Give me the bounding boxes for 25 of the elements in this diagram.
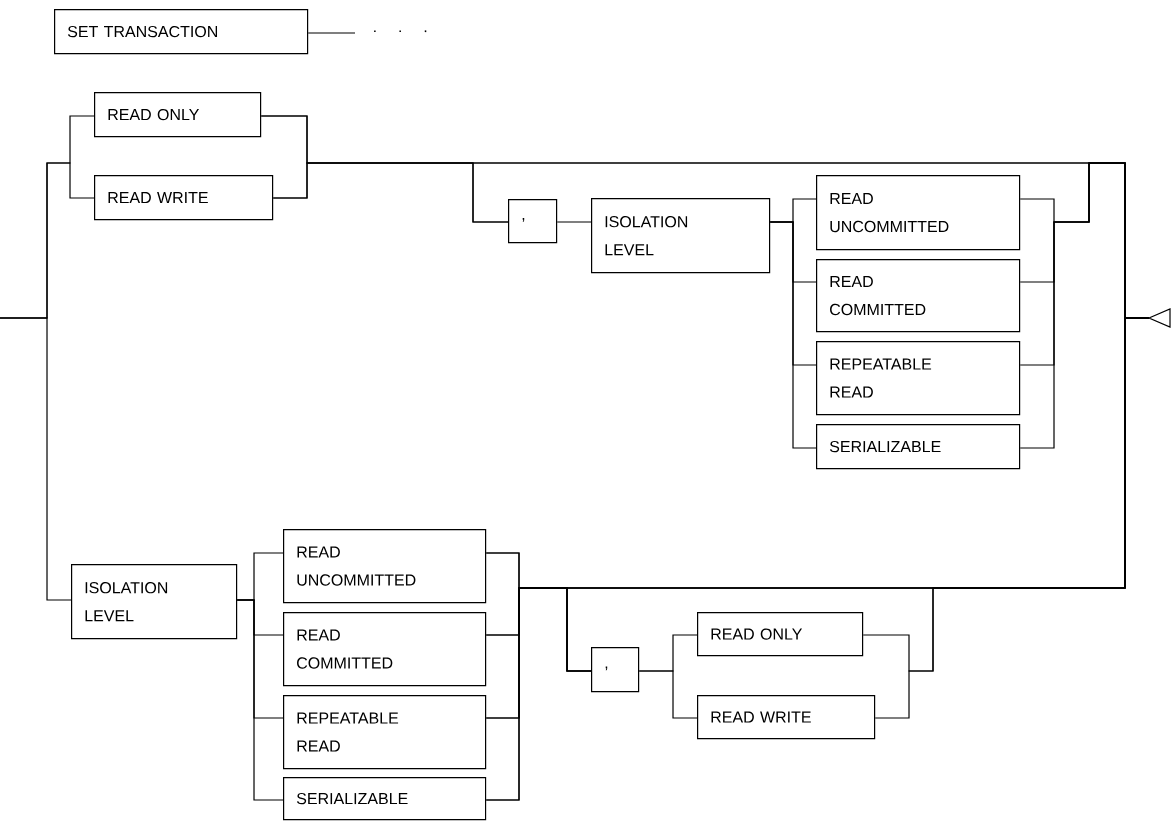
ellipsis: · · · (374, 30, 427, 33)
connector-line (236, 599, 284, 801)
keyword-box: , (508, 199, 558, 244)
keyword-box: SERIALIZABLE (283, 777, 487, 821)
connector-line (0, 317, 72, 601)
connector-line (485, 552, 592, 801)
keyword-box: READ ONLY (697, 612, 864, 657)
keyword-box: REPEATABLE READ (283, 695, 487, 770)
keyword-box: ISOLATION LEVEL (591, 198, 771, 274)
keyword-box: READ COMMITTED (283, 612, 487, 687)
keyword-box: ISOLATION LEVEL (71, 564, 238, 640)
connector-line (307, 32, 356, 34)
connector-line (769, 221, 817, 449)
keyword-box: READ UNCOMMITTED (283, 529, 487, 604)
keyword-box: SERIALIZABLE (816, 424, 1021, 470)
keyword-box: REPEATABLE READ (816, 341, 1021, 416)
keyword-box: READ COMMITTED (816, 259, 1021, 333)
keyword-box: READ UNCOMMITTED (816, 175, 1021, 251)
keyword-box: , (591, 647, 640, 693)
keyword-box: READ ONLY (94, 92, 262, 138)
keyword-box: READ WRITE (697, 695, 876, 740)
connector-line (556, 221, 592, 223)
keyword-box: SET TRANSACTION (54, 9, 309, 55)
connector-line (638, 670, 698, 719)
keyword-box: READ WRITE (94, 175, 274, 221)
